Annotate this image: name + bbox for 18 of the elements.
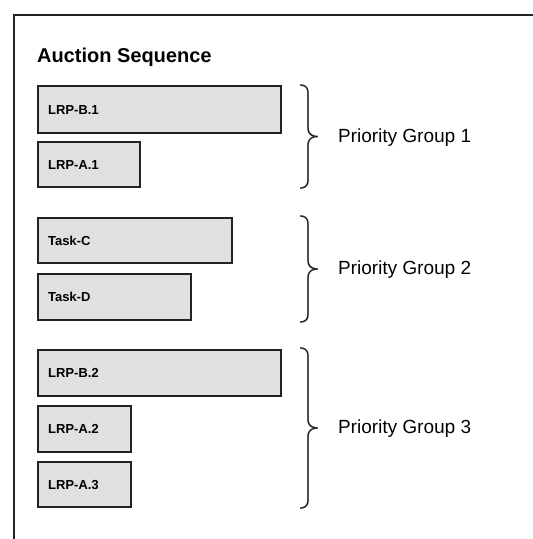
sequence-bar: [37, 461, 132, 508]
bar-label: Task-D: [48, 288, 90, 306]
title: Auction Sequence: [37, 46, 212, 66]
sequence-bar: [37, 217, 233, 264]
group-label: Priority Group 1: [338, 126, 472, 146]
group-label: Priority Group 3: [338, 418, 472, 437]
bar-label: LRP-A.1: [48, 156, 99, 174]
bar-label: Task-C: [48, 232, 90, 250]
sequence-bar: [37, 85, 282, 134]
bar-label: LRP-B.1: [48, 100, 99, 119]
sequence-bar: [37, 141, 141, 188]
sequence-bar: [37, 273, 192, 321]
bar-label: LRP-A.3: [48, 476, 99, 494]
bar-label: LRP-B.2: [48, 364, 99, 382]
sequence-bar: [37, 405, 132, 453]
sequence-bar: [37, 349, 282, 397]
group-label: Priority Group 2: [338, 259, 472, 278]
bar-label: LRP-A.2: [48, 420, 99, 438]
